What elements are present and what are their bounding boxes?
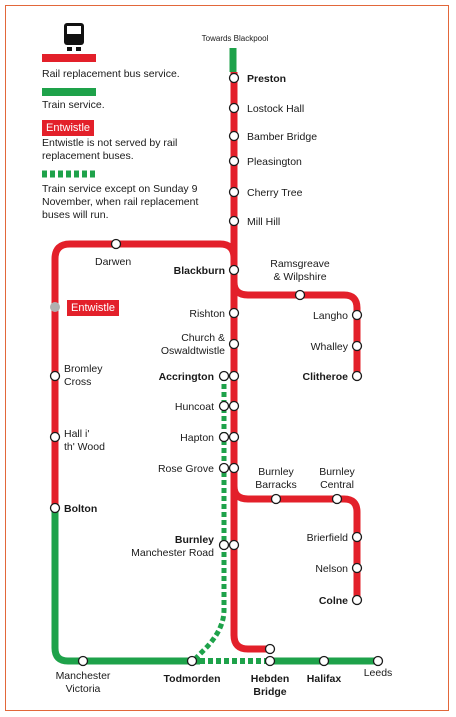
station-halifax[interactable]: [318, 655, 330, 667]
label-hebden-2: Bridge: [253, 686, 286, 698]
label-bromley-1: Bromley: [64, 363, 103, 375]
station-burnley-barracks[interactable]: [270, 493, 282, 505]
label-rishton: Rishton: [189, 308, 225, 320]
station-hall-i-th-wood[interactable]: [49, 431, 61, 443]
station-burnley-mr-train[interactable]: [218, 539, 230, 551]
bus-icon: [64, 23, 84, 51]
label-burnley-barracks-2: Barracks: [255, 479, 296, 491]
station-colne[interactable]: [351, 594, 363, 606]
label-preston: Preston: [247, 73, 286, 85]
label-darwen: Darwen: [95, 256, 131, 268]
label-bolton: Bolton: [64, 503, 97, 515]
label-langho: Langho: [313, 310, 348, 322]
label-blackburn: Blackburn: [174, 265, 225, 277]
label-accrington: Accrington: [159, 371, 214, 383]
station-bamber-bridge[interactable]: [228, 130, 240, 142]
station-huncoat-train[interactable]: [218, 400, 230, 412]
station-rose-grove-train[interactable]: [218, 462, 230, 474]
station-rose-grove-bus[interactable]: [228, 462, 240, 474]
legend-bus-text: Rail replacement bus service.: [42, 68, 180, 80]
station-hapton-train[interactable]: [218, 431, 230, 443]
label-burnley-barracks-1: Burnley: [258, 466, 294, 478]
legend-dotted-note: Train service except on Sunday 9 Novembe…: [42, 183, 199, 221]
station-church[interactable]: [228, 338, 240, 350]
label-hall-2: th' Wood: [64, 441, 105, 453]
label-mill-hill: Mill Hill: [247, 216, 280, 228]
label-pleasington: Pleasington: [247, 156, 302, 168]
station-accrington-bus[interactable]: [228, 370, 240, 382]
label-hall-1: Hall i': [64, 428, 89, 440]
label-huncoat: Huncoat: [175, 401, 214, 413]
station-whalley[interactable]: [351, 340, 363, 352]
label-church-2: Oswaldtwistle: [161, 345, 225, 357]
legend-bus-swatch: [42, 54, 96, 62]
station-accrington-train[interactable]: [218, 370, 230, 382]
legend-entwistle-badge: Entwistle: [42, 120, 95, 136]
label-burnley-mr-1: Burnley: [175, 534, 214, 546]
station-manchester-victoria[interactable]: [77, 655, 89, 667]
line-accrington-todmorden-dotted: [194, 376, 227, 660]
entwistle-map-badge: Entwistle: [67, 300, 120, 316]
label-bamber-bridge: Bamber Bridge: [247, 131, 317, 143]
label-brierfield: Brierfield: [307, 532, 349, 544]
station-bromley-cross[interactable]: [49, 370, 61, 382]
station-mill-hill[interactable]: [228, 215, 240, 227]
line-preston-hebden: [230, 72, 270, 653]
label-ramsgreave-2: & Wilpshire: [273, 271, 326, 283]
station-leeds[interactable]: [372, 655, 384, 667]
station-preston[interactable]: [228, 72, 240, 84]
station-clitheroe[interactable]: [351, 370, 363, 382]
line-rosegrove-colne: [230, 485, 361, 600]
label-manchester-1: Manchester: [56, 670, 111, 682]
legend-train-text: Train service.: [42, 99, 105, 111]
station-blackburn[interactable]: [228, 264, 240, 276]
station-bolton[interactable]: [49, 502, 61, 514]
label-church-1: Church &: [181, 332, 225, 344]
label-burnley-central-2: Central: [320, 479, 354, 491]
station-burnley-central[interactable]: [331, 493, 343, 505]
station-huncoat-bus[interactable]: [228, 400, 240, 412]
station-cherry-tree[interactable]: [228, 186, 240, 198]
label-burnley-central-1: Burnley: [319, 466, 355, 478]
station-ramsgreave[interactable]: [294, 289, 306, 301]
legend-entwistle-note: Entwistle is not served by rail replacem…: [42, 137, 178, 162]
station-lostock-hall[interactable]: [228, 102, 240, 114]
map-frame: [5, 5, 449, 711]
label-whalley: Whalley: [311, 341, 349, 353]
station-nelson[interactable]: [351, 562, 363, 574]
label-clitheroe: Clitheroe: [302, 371, 348, 383]
label-cherry-tree: Cherry Tree: [247, 187, 303, 199]
label-burnley-mr-2: Manchester Road: [131, 547, 214, 559]
label-hebden-1: Hebden: [251, 673, 290, 685]
station-langho[interactable]: [351, 309, 363, 321]
label-leeds: Leeds: [364, 667, 393, 679]
station-brierfield[interactable]: [351, 531, 363, 543]
station-hebden-bus[interactable]: [264, 643, 276, 655]
legend-train-swatch: [42, 88, 96, 96]
label-colne: Colne: [319, 595, 348, 607]
label-rose-grove: Rose Grove: [158, 463, 214, 475]
station-pleasington[interactable]: [228, 155, 240, 167]
station-burnley-mr-bus[interactable]: [228, 539, 240, 551]
label-todmorden: Todmorden: [164, 673, 221, 685]
label-halifax: Halifax: [307, 673, 342, 685]
line-bolton-manchester-leeds: [51, 508, 200, 665]
label-manchester-2: Victoria: [66, 683, 101, 695]
line-blackburn-bolton: [51, 240, 238, 508]
station-hebden-train[interactable]: [264, 655, 276, 667]
station-todmorden[interactable]: [186, 655, 198, 667]
station-rishton[interactable]: [228, 307, 240, 319]
station-darwen[interactable]: [110, 238, 122, 250]
label-ramsgreave-1: Ramsgreave: [270, 258, 330, 270]
station-hapton-bus[interactable]: [228, 431, 240, 443]
label-nelson: Nelson: [315, 563, 348, 575]
label-bromley-2: Cross: [64, 376, 91, 388]
label-hapton: Hapton: [180, 432, 214, 444]
station-entwistle[interactable]: [50, 302, 60, 312]
label-lostock-hall: Lostock Hall: [247, 103, 304, 115]
line-blackburn-clitheroe: [230, 281, 361, 376]
direction-label: Towards Blackpool: [202, 34, 269, 43]
